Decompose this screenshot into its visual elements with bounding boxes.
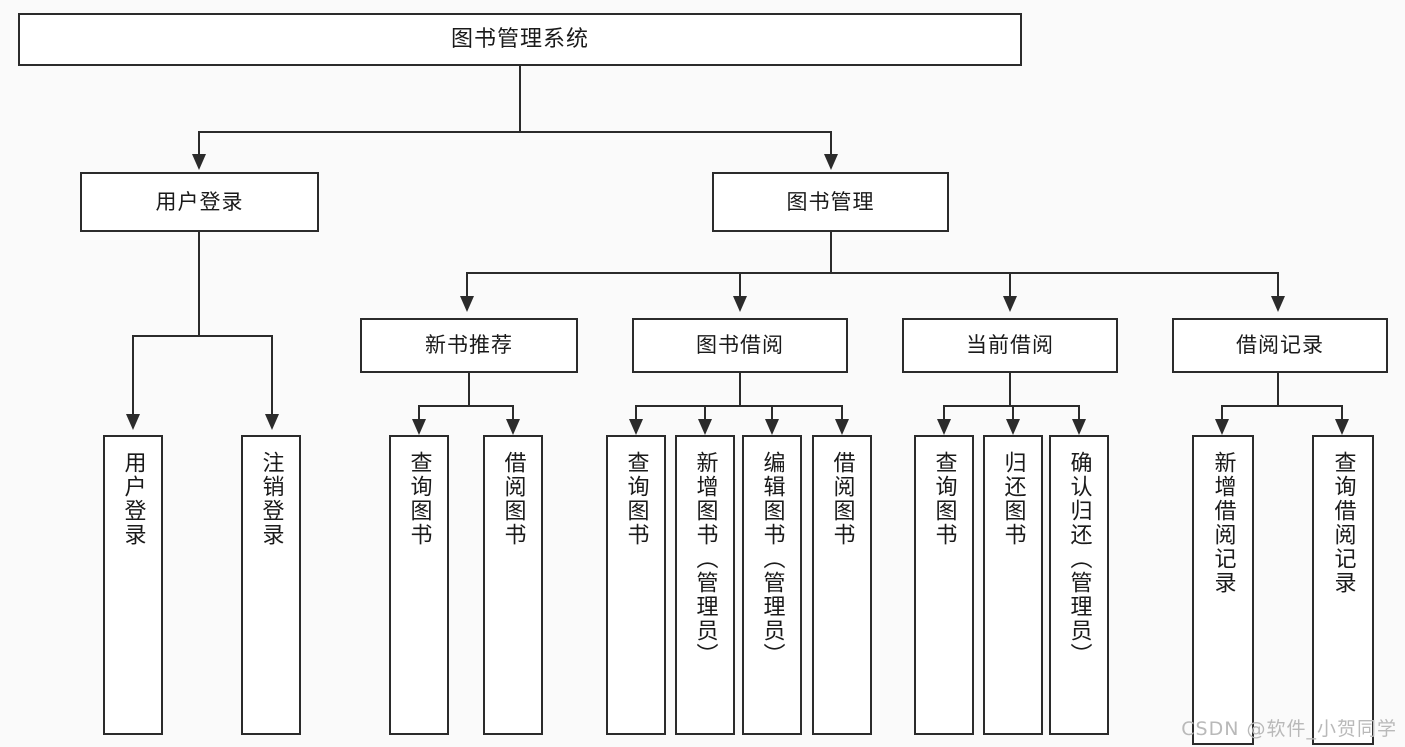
edge-new-book-bar	[418, 405, 514, 407]
edge-book-mgmt-bar	[466, 272, 1278, 274]
edge-current-borrow-bar	[943, 405, 1080, 407]
edge-user-login-stem	[198, 232, 200, 336]
arrowhead-book-mgmt-borrow-record	[1271, 296, 1285, 312]
edge-book-mgmt-to-borrow-book	[739, 272, 741, 298]
leaf-borrow-book-edit[interactable]: 编辑图书（管理员）	[742, 435, 802, 735]
edge-new-book-to-leaf-0	[418, 405, 420, 423]
edge-new-book-stem	[468, 373, 470, 406]
node-root-library-system[interactable]: 图书管理系统	[18, 13, 1022, 66]
leaf-new-book-borrow[interactable]: 借阅图书	[483, 435, 543, 735]
edge-current-borrow-stem	[1009, 373, 1011, 406]
arrowhead-root-to-book-mgmt	[824, 154, 838, 170]
node-label: 归还图书	[1000, 451, 1026, 547]
arrowhead-user-login-leaf-0	[126, 414, 140, 430]
node-label: 查询图书	[406, 451, 432, 547]
arrowhead-book-mgmt-new-book	[460, 296, 474, 312]
edge-borrow-record-to-leaf-0	[1221, 405, 1223, 423]
node-book-borrow[interactable]: 图书借阅	[632, 318, 848, 373]
edge-book-mgmt-to-borrow-record	[1277, 272, 1279, 298]
node-label: 图书管理	[786, 189, 875, 214]
edge-borrow-record-stem	[1277, 373, 1279, 406]
node-label: 用户登录	[155, 189, 244, 214]
edge-root-to-book-mgmt	[830, 131, 832, 156]
leaf-borrow-book-query[interactable]: 查询图书	[606, 435, 666, 735]
edge-new-book-to-leaf-1	[512, 405, 514, 423]
node-label: 确认归还（管理员）	[1066, 451, 1092, 667]
edge-borrow-book-to-leaf-0	[635, 405, 637, 423]
edge-borrow-book-stem	[739, 373, 741, 406]
arrowhead-borrow-book-leaf-1	[698, 419, 712, 435]
leaf-new-book-query[interactable]: 查询图书	[389, 435, 449, 735]
edge-book-mgmt-to-new-book	[466, 272, 468, 298]
leaf-borrow-book-add[interactable]: 新增图书（管理员）	[675, 435, 735, 735]
node-label: 借阅记录	[1236, 333, 1324, 358]
arrowhead-book-mgmt-borrow-book	[733, 296, 747, 312]
edge-borrow-book-to-leaf-2	[771, 405, 773, 423]
edge-user-login-bar	[132, 335, 273, 337]
node-label: 查询借阅记录	[1330, 451, 1356, 595]
edge-borrow-record-to-leaf-1	[1341, 405, 1343, 423]
node-label: 编辑图书（管理员）	[759, 451, 785, 667]
leaf-user-login-logout[interactable]: 注销登录	[241, 435, 301, 735]
node-borrow-record[interactable]: 借阅记录	[1172, 318, 1388, 373]
leaf-current-borrow-query[interactable]: 查询图书	[914, 435, 974, 735]
node-label: 用户登录	[120, 451, 146, 547]
node-label: 图书借阅	[696, 333, 784, 358]
leaf-current-borrow-confirm-return[interactable]: 确认归还（管理员）	[1049, 435, 1109, 735]
node-label: 新书推荐	[425, 333, 513, 358]
node-new-book-recommend[interactable]: 新书推荐	[360, 318, 578, 373]
node-label: 注销登录	[258, 451, 284, 547]
edge-user-login-to-leaf-1	[271, 335, 273, 416]
node-label: 借阅图书	[829, 451, 855, 547]
edge-user-login-to-leaf-0	[132, 335, 134, 416]
node-label: 新增图书（管理员）	[692, 451, 718, 667]
leaf-borrow-record-add[interactable]: 新增借阅记录	[1192, 435, 1254, 745]
edge-root-to-user-login	[198, 131, 200, 156]
leaf-user-login-login[interactable]: 用户登录	[103, 435, 163, 735]
arrowhead-book-mgmt-current-borrow	[1003, 296, 1017, 312]
arrowhead-root-to-user-login	[192, 154, 206, 170]
node-current-borrow[interactable]: 当前借阅	[902, 318, 1118, 373]
leaf-borrow-record-query[interactable]: 查询借阅记录	[1312, 435, 1374, 745]
node-label: 当前借阅	[966, 333, 1054, 358]
edge-book-mgmt-stem	[830, 232, 832, 273]
leaf-current-borrow-return[interactable]: 归还图书	[983, 435, 1043, 735]
edge-borrow-book-to-leaf-1	[704, 405, 706, 423]
arrowhead-current-borrow-leaf-1	[1006, 419, 1020, 435]
arrowhead-user-login-leaf-1	[265, 414, 279, 430]
edge-current-borrow-to-leaf-0	[943, 405, 945, 423]
edge-root-stem	[519, 66, 521, 132]
leaf-borrow-book-borrow[interactable]: 借阅图书	[812, 435, 872, 735]
edge-borrow-record-bar	[1221, 405, 1343, 407]
arrowhead-borrow-book-leaf-2	[765, 419, 779, 435]
edge-borrow-book-bar	[635, 405, 843, 407]
arrowhead-borrow-book-leaf-3	[835, 419, 849, 435]
arrowhead-borrow-book-leaf-0	[629, 419, 643, 435]
arrowhead-new-book-leaf-0	[412, 419, 426, 435]
arrowhead-borrow-record-leaf-0	[1215, 419, 1229, 435]
edge-book-mgmt-to-current-borrow	[1009, 272, 1011, 298]
node-label: 查询图书	[931, 451, 957, 547]
edge-current-borrow-to-leaf-1	[1012, 405, 1014, 423]
arrowhead-current-borrow-leaf-2	[1072, 419, 1086, 435]
node-label: 图书管理系统	[450, 26, 589, 52]
arrowhead-current-borrow-leaf-0	[937, 419, 951, 435]
node-label: 新增借阅记录	[1210, 451, 1236, 595]
node-book-management[interactable]: 图书管理	[712, 172, 949, 232]
node-user-login[interactable]: 用户登录	[80, 172, 319, 232]
edge-current-borrow-to-leaf-2	[1078, 405, 1080, 423]
edge-root-bar	[198, 131, 832, 133]
node-label: 借阅图书	[500, 451, 526, 547]
node-label: 查询图书	[623, 451, 649, 547]
arrowhead-new-book-leaf-1	[506, 419, 520, 435]
arrowhead-borrow-record-leaf-1	[1335, 419, 1349, 435]
edge-borrow-book-to-leaf-3	[841, 405, 843, 423]
